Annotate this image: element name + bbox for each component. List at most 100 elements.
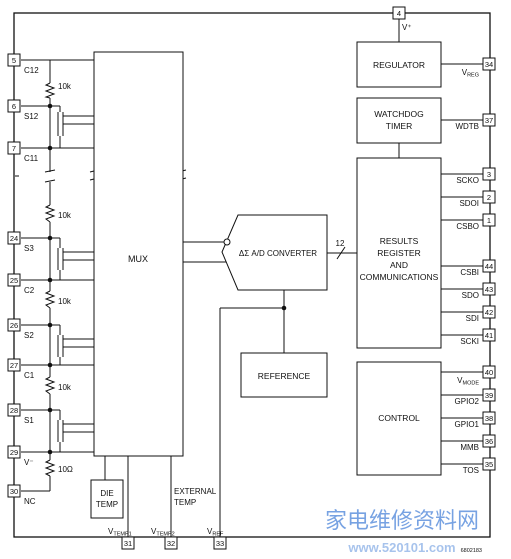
top-pin-4-box [392,6,406,20]
reference-block [240,352,328,398]
left-pin-27-number: 27 [10,361,18,370]
left-pin-26-box [7,318,21,332]
right-pin-40-label: VMODE [457,376,479,387]
bottom-pin-31-label-sub: TEMP1 [113,532,131,538]
left-pin-7-number: 7 [12,144,16,153]
resistor-r2-label: 10k [58,211,72,220]
resistor-r2 [44,204,56,223]
right-pin-38-label: GPIO1 [455,420,480,429]
die-temp-label-2: TEMP [96,500,118,509]
left-pin-30-number: 30 [10,487,18,496]
results-block [356,157,442,349]
right-pin-43-number: 43 [485,285,493,294]
bottom-pin-32-number: 32 [167,539,175,548]
right-pin-35-box [482,457,496,471]
watchdog-block [356,97,442,144]
pin-group: 5C126S127C1124S325C226S227C128S129V⁻30NC… [7,6,496,550]
right-pin-41-label: SCKI [460,337,479,346]
watermark-text: 家电维修资料网 [325,509,479,534]
bottom-pin-32-label-main: V [151,527,157,536]
watchdog-label-1: WATCHDOG [374,109,424,119]
converter-inverting-input [223,238,231,246]
left-pin-25-number: 25 [10,276,18,285]
right-pin-40-label-main: V [457,376,463,385]
figure-code: 6802183 [461,548,482,554]
right-pin-38-number: 38 [485,414,493,423]
bottom-pin-33-box [213,536,227,550]
control-block [356,361,442,476]
left-pin-24-label: S3 [24,244,34,253]
left-pin-5-box [7,53,21,67]
converter-label: ΔΣ A/D CONVERTER [239,249,317,258]
left-pin-24-number: 24 [10,234,18,243]
left-pin-28-box [7,403,21,417]
right-pin-2-label: SDOI [459,199,479,208]
left-pin-30-label: NC [24,497,36,506]
bus-width-label: 12 [336,239,345,248]
left-pin-6-label: S12 [24,112,39,121]
left-pin-29-number: 29 [10,448,18,457]
watchdog-label-2: TIMER [386,121,412,131]
resistor-r5 [44,459,56,477]
left-pin-26-number: 26 [10,321,18,330]
right-pin-34-label: VREG [462,68,479,79]
bottom-pin-32-label: VTEMP2 [151,527,175,538]
bottom-pin-31-label: VTEMP1 [108,527,132,538]
left-pin-28-number: 28 [10,406,18,415]
right-pin-2-number: 2 [487,193,491,202]
right-pin-38-box [482,411,496,425]
external-temp-label-2: TEMP [174,498,196,507]
top-pin-4-number: 4 [397,9,401,18]
bottom-pin-33-label: VREF [207,527,224,538]
right-pin-41-number: 41 [485,331,493,340]
left-pin-7-label: C11 [24,154,39,163]
right-pin-34-number: 34 [485,60,493,69]
right-pin-44-number: 44 [485,262,493,271]
left-pin-29-box [7,445,21,459]
right-pin-42-box [482,305,496,319]
right-pin-40-label-sub: MODE [463,381,480,387]
left-pin-24-box [7,231,21,245]
top-pin-label: V⁺ [402,23,412,32]
junction-dots [47,103,287,455]
left-pin-5-number: 5 [12,56,16,65]
left-pin-27-box [7,358,21,372]
converter-block [221,214,328,291]
regulator-block [356,41,442,88]
reference-label: REFERENCE [258,371,311,381]
results-label-2: REGISTER [377,248,420,258]
die-temp-block [90,479,124,519]
results-label-1: RESULTS [380,236,419,246]
right-pin-37-number: 37 [485,116,493,125]
watermark-url: www.520101.com [347,540,455,555]
right-pin-36-box [482,434,496,448]
right-pin-35-label: TOS [463,466,479,475]
left-pin-30-box [7,484,21,498]
right-pin-3-box [482,167,496,181]
bottom-pin-31-number: 31 [124,539,132,548]
right-pin-1-box [482,213,496,227]
bottom-pin-33-number: 33 [216,539,224,548]
results-label-3: AND [390,260,408,270]
left-pin-7-box [7,141,21,155]
right-pin-42-number: 42 [485,308,493,317]
right-pin-36-label: MMB [460,443,479,452]
resistor-r1 [44,82,56,99]
right-pin-1-number: 1 [487,216,491,225]
right-pin-39-label: GPIO2 [455,397,480,406]
right-pin-3-number: 3 [487,170,491,179]
left-pin-25-box [7,273,21,287]
right-pin-34-label-main: V [462,68,468,77]
right-pin-39-box [482,388,496,402]
external-temp-label-1: EXTERNAL [174,487,217,496]
mux-label: MUX [128,254,148,264]
right-pin-34-box [482,57,496,71]
right-pin-39-number: 39 [485,391,493,400]
left-pin-29-label: V⁻ [24,458,34,467]
right-pin-40-box [482,365,496,379]
right-pin-3-label: SCKO [456,176,479,185]
right-pin-2-box [482,190,496,204]
results-label-4: COMMUNICATIONS [360,272,439,282]
right-pin-43-box [482,282,496,296]
right-pin-42-label: SDI [466,314,479,323]
